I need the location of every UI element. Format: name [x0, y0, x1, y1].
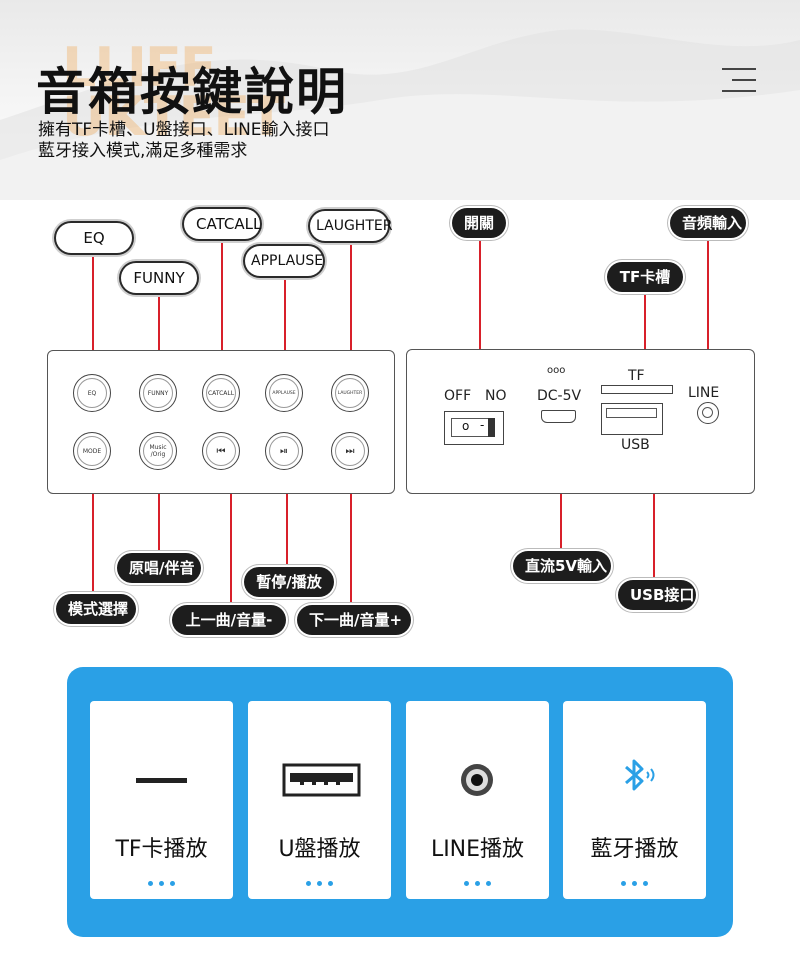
connector-audio-in — [707, 235, 709, 394]
right-port-panel — [406, 349, 755, 494]
callout-power: 開關 — [452, 208, 506, 238]
card-line-playback: LINE播放 — [406, 701, 549, 899]
connector-usb — [653, 432, 655, 582]
dots-indicator — [406, 871, 549, 890]
next-track-button[interactable]: ⏭ — [331, 432, 369, 470]
callout-audio-in: 音頻輸入 — [670, 208, 746, 238]
connector-next — [350, 465, 352, 607]
callout-usb-port: USB接口 — [618, 580, 696, 610]
laughter-button[interactable]: LAUGHTER — [331, 374, 369, 412]
menu-icon[interactable] — [722, 68, 756, 92]
playback-modes-panel: TF卡播放 U盤播放 LINE播放 藍牙播放 — [67, 667, 733, 937]
callout-laughter: LAUGHTER — [310, 211, 392, 241]
card-label: 藍牙播放 — [590, 837, 679, 862]
callout-tf-slot: TF卡槽 — [607, 262, 683, 292]
card-bluetooth-playback: 藍牙播放 — [563, 701, 706, 899]
dots-indicator — [563, 871, 706, 890]
play-pause-icon: ⏯ — [269, 436, 299, 466]
callout-original-accompany: 原唱/伴音 — [117, 553, 201, 583]
off-label: OFF — [444, 388, 472, 404]
power-switch[interactable]: o - — [444, 411, 504, 445]
dc-port[interactable] — [541, 410, 576, 423]
switch-off-mark: o — [462, 419, 470, 433]
callout-next-volume: 下一曲/音量+ — [297, 605, 411, 635]
previous-icon: ⏮ — [206, 436, 236, 466]
tf-label: TF — [628, 368, 645, 384]
connector-eq — [92, 250, 94, 374]
callout-catcall: CATCALL — [184, 209, 261, 239]
bluetooth-icon — [563, 759, 706, 797]
dots-indicator — [90, 871, 233, 890]
connector-prev — [230, 465, 232, 607]
funny-button[interactable]: FUNNY — [139, 374, 177, 412]
card-label: U盤播放 — [278, 837, 361, 862]
callout-dc-input: 直流5V輸入 — [513, 551, 611, 581]
header-banner — [0, 0, 800, 200]
subtitle-line-1: 擁有TF卡槽、U盤接口、LINE輸入接口 — [38, 120, 330, 140]
brand-watermark: LLIFF UKTEET — [62, 36, 285, 148]
connector-laughter — [350, 238, 352, 374]
connector-power — [479, 235, 481, 425]
play-pause-button[interactable]: ⏯ — [265, 432, 303, 470]
on-label: NO — [485, 388, 507, 404]
card-usb-playback: U盤播放 — [248, 701, 391, 899]
applause-button[interactable]: APPLAUSE — [265, 374, 303, 412]
connector-tf — [644, 290, 646, 388]
callout-eq: EQ — [56, 223, 132, 253]
callout-prev-volume: 上一曲/音量- — [172, 605, 286, 635]
page-subtitle: 擁有TF卡槽、U盤接口、LINE輸入接口 藍牙接入模式,滿足多種需求 — [38, 120, 330, 162]
next-icon: ⏭ — [335, 436, 365, 466]
catcall-button[interactable]: CATCALL — [202, 374, 240, 412]
card-label: TF卡播放 — [115, 837, 208, 862]
card-label: LINE播放 — [430, 837, 525, 862]
switch-on-mark: - — [480, 418, 485, 432]
connector-mode — [92, 465, 94, 597]
mode-button[interactable]: MODE — [73, 432, 111, 470]
connector-play — [286, 465, 288, 569]
mountain-background — [0, 29, 800, 200]
tf-card-slot-icon — [90, 763, 233, 797]
audio-jack-icon — [406, 763, 549, 797]
line-label: LINE — [688, 385, 720, 401]
tf-card-slot[interactable] — [601, 385, 673, 394]
subtitle-line-2: 藍牙接入模式,滿足多種需求 — [38, 141, 248, 161]
connector-funny — [158, 290, 160, 374]
usb-label: USB — [621, 437, 650, 453]
usb-port-icon — [248, 763, 391, 797]
callout-mode-select: 模式選擇 — [56, 594, 136, 624]
connector-applause — [284, 273, 286, 374]
indicator-dots: ooo — [547, 365, 566, 376]
callout-applause: APPLAUSE — [245, 246, 323, 276]
usb-port[interactable] — [601, 403, 663, 435]
connector-orig — [158, 465, 160, 555]
callout-funny: FUNNY — [121, 263, 197, 293]
page-title: 音箱按鍵說明 — [36, 63, 348, 121]
card-tf-playback: TF卡播放 — [90, 701, 233, 899]
previous-track-button[interactable]: ⏮ — [202, 432, 240, 470]
eq-button[interactable]: EQ — [73, 374, 111, 412]
dots-indicator — [248, 871, 391, 890]
left-button-panel — [47, 350, 395, 494]
callout-pause-play: 暫停/播放 — [244, 567, 334, 597]
dc-label: DC-5V — [537, 388, 582, 404]
music-orig-button[interactable]: Music /Orig — [139, 432, 177, 470]
line-jack[interactable] — [697, 402, 719, 424]
connector-catcall — [221, 235, 223, 374]
